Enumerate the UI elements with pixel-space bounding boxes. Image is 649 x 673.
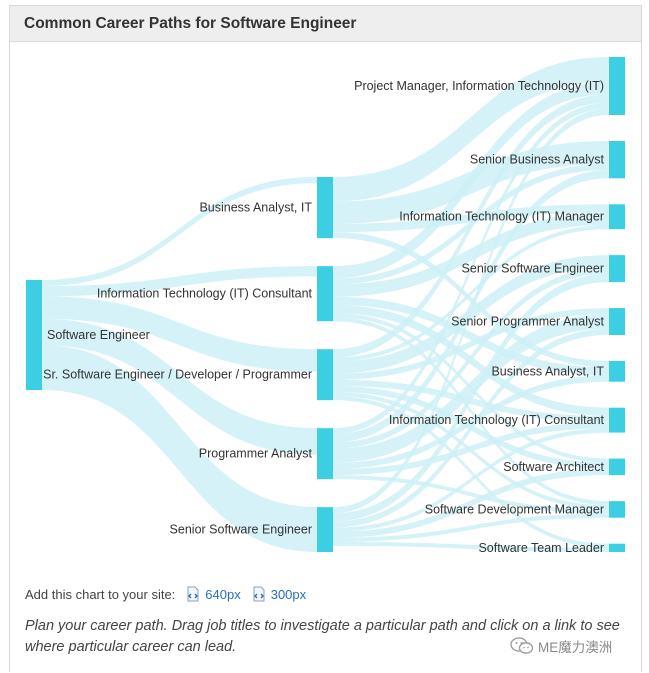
node-pm[interactable] <box>609 57 625 115</box>
link-sse-to-sa[interactable] <box>333 468 609 538</box>
link-ba-to-ba2[interactable] <box>333 232 609 368</box>
sankey-nodes <box>26 57 625 552</box>
node-sse2[interactable] <box>609 255 625 283</box>
node-label-sse2[interactable]: Senior Software Engineer <box>462 262 604 276</box>
node-label-ba2[interactable]: Business Analyst, IT <box>491 364 604 378</box>
link-pa-to-itc2[interactable] <box>333 422 609 476</box>
node-sa[interactable] <box>609 458 625 476</box>
node-itc2[interactable] <box>609 407 625 433</box>
link-sr-to-itm[interactable] <box>333 225 609 362</box>
embed-300-link[interactable]: 300px <box>251 586 306 602</box>
wechat-icon <box>510 637 534 654</box>
embed-300-label: 300px <box>270 586 307 602</box>
link-sse-to-stl[interactable] <box>333 541 609 552</box>
link-sr-to-sse2[interactable] <box>333 255 609 374</box>
sankey-links <box>42 57 609 552</box>
link-itc-to-itm[interactable] <box>333 212 609 297</box>
link-ba-to-sba[interactable] <box>333 141 609 224</box>
link-sr-to-sa[interactable] <box>333 385 609 469</box>
link-se-to-sse[interactable] <box>42 345 317 552</box>
link-itc-to-sa[interactable] <box>333 313 609 463</box>
panel-header: Common Career Paths for Software Enginee… <box>10 6 641 42</box>
node-stl[interactable] <box>609 543 625 552</box>
link-itc-to-sdm[interactable] <box>333 317 609 506</box>
panel-title: Common Career Paths for Software Enginee… <box>24 14 357 32</box>
node-label-sdm[interactable]: Software Development Manager <box>425 502 604 516</box>
node-label-itc[interactable]: Information Technology (IT) Consultant <box>97 287 313 301</box>
node-ba[interactable] <box>317 177 333 239</box>
embed-640-label: 640px <box>205 586 241 602</box>
node-label-itm[interactable]: Information Technology (IT) Manager <box>399 210 604 224</box>
link-ba-to-pm[interactable] <box>333 57 609 202</box>
link-pa-to-pm[interactable] <box>333 102 609 435</box>
link-ba-to-itm[interactable] <box>333 204 609 233</box>
node-label-pa[interactable]: Programmer Analyst <box>199 447 313 461</box>
instruction-note: Plan your career path. Drag job titles t… <box>25 618 620 655</box>
node-label-stl[interactable]: Software Team Leader <box>478 541 604 555</box>
node-label-itc2[interactable]: Information Technology (IT) Consultant <box>389 413 605 427</box>
link-sse-to-itc2[interactable] <box>333 428 609 532</box>
node-label-sse[interactable]: Senior Software Engineer <box>170 523 312 537</box>
watermark: ME魔力澳洲 <box>510 636 612 656</box>
node-se[interactable] <box>26 280 42 390</box>
link-sr-to-stl[interactable] <box>333 396 609 548</box>
node-label-ba[interactable]: Business Analyst, IT <box>199 201 312 215</box>
embed-label: Add this chart to your site: <box>25 586 176 602</box>
link-pa-to-ba2[interactable] <box>333 375 609 469</box>
node-label-sa[interactable]: Software Architect <box>503 460 604 474</box>
link-se-to-itc[interactable] <box>42 266 317 297</box>
link-pa-to-sba[interactable] <box>333 170 609 443</box>
node-sr[interactable] <box>317 349 333 401</box>
link-itc-to-itc2[interactable] <box>333 304 609 416</box>
node-sse[interactable] <box>317 507 333 552</box>
embed-row: Add this chart to your site: 640px 300px <box>25 586 306 602</box>
embed-code-icon <box>187 586 199 602</box>
link-se-to-sr[interactable] <box>42 296 317 372</box>
link-itc-to-sba[interactable] <box>333 163 609 285</box>
node-label-sba[interactable]: Senior Business Analyst <box>470 153 605 167</box>
node-ba2[interactable] <box>609 361 625 382</box>
node-label-pm[interactable]: Project Manager, Information Technology … <box>354 79 604 93</box>
link-sse-to-sdm[interactable] <box>333 513 609 542</box>
node-sdm[interactable] <box>609 501 625 518</box>
link-sr-to-itc2[interactable] <box>333 379 609 423</box>
node-pa[interactable] <box>317 428 333 480</box>
link-itc-to-ba2[interactable] <box>333 296 609 376</box>
embed-code-icon <box>253 586 265 602</box>
node-spa[interactable] <box>609 308 625 335</box>
link-sse-to-sse2[interactable] <box>333 273 609 522</box>
link-sr-to-spa[interactable] <box>333 308 609 380</box>
node-itm[interactable] <box>609 204 625 230</box>
watermark-text: ME魔力澳洲 <box>538 640 613 655</box>
node-label-se[interactable]: Software Engineer <box>47 328 150 342</box>
link-sr-to-sdm[interactable] <box>333 392 609 510</box>
node-sba[interactable] <box>609 141 625 179</box>
node-label-sr[interactable]: Sr. Software Engineer / Developer / Prog… <box>43 368 312 382</box>
link-pa-to-sdm[interactable] <box>333 475 609 514</box>
node-label-spa[interactable]: Senior Programmer Analyst <box>451 315 604 329</box>
link-se-to-pa[interactable] <box>42 318 317 455</box>
node-itc[interactable] <box>317 266 333 322</box>
link-se-to-ba[interactable] <box>42 177 317 287</box>
embed-640-link[interactable]: 640px <box>185 586 241 602</box>
